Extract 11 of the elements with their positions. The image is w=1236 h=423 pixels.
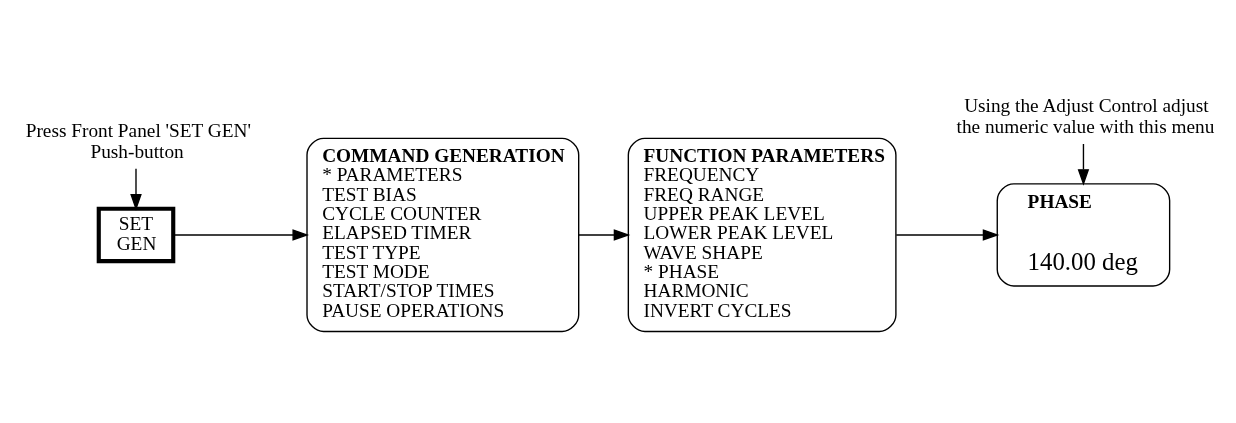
- node-box: COMMAND GENERATION * PARAMETERS TEST BIAS CYCLE COUNTER ELAPSED TIMER TEST TYPE TEST MODE START/STOP TIMES PAUSE OPERATIONS: [306, 137, 580, 333]
- arrow: [130, 168, 142, 211]
- node-text: Press Front Panel 'SET GEN' Push-button: [25, 120, 251, 162]
- arrow: [578, 229, 631, 241]
- node-box: PHASE 140.00 deg: [996, 183, 1171, 287]
- arrow: [1077, 143, 1090, 186]
- node-text: Using the Adjust Control adjust the numeric value with this menu: [956, 95, 1215, 138]
- node-box: FUNCTION PARAMETERS FREQUENCY FREQ RANGE UPPER PEAK LEVEL LOWER PEAK LEVEL WAVE SHAPE * PHASE HARMONIC INVERT CYCLES: [627, 137, 897, 333]
- arrow: [895, 229, 1000, 241]
- arrow: [172, 229, 309, 241]
- node-box: SET GEN: [96, 206, 176, 264]
